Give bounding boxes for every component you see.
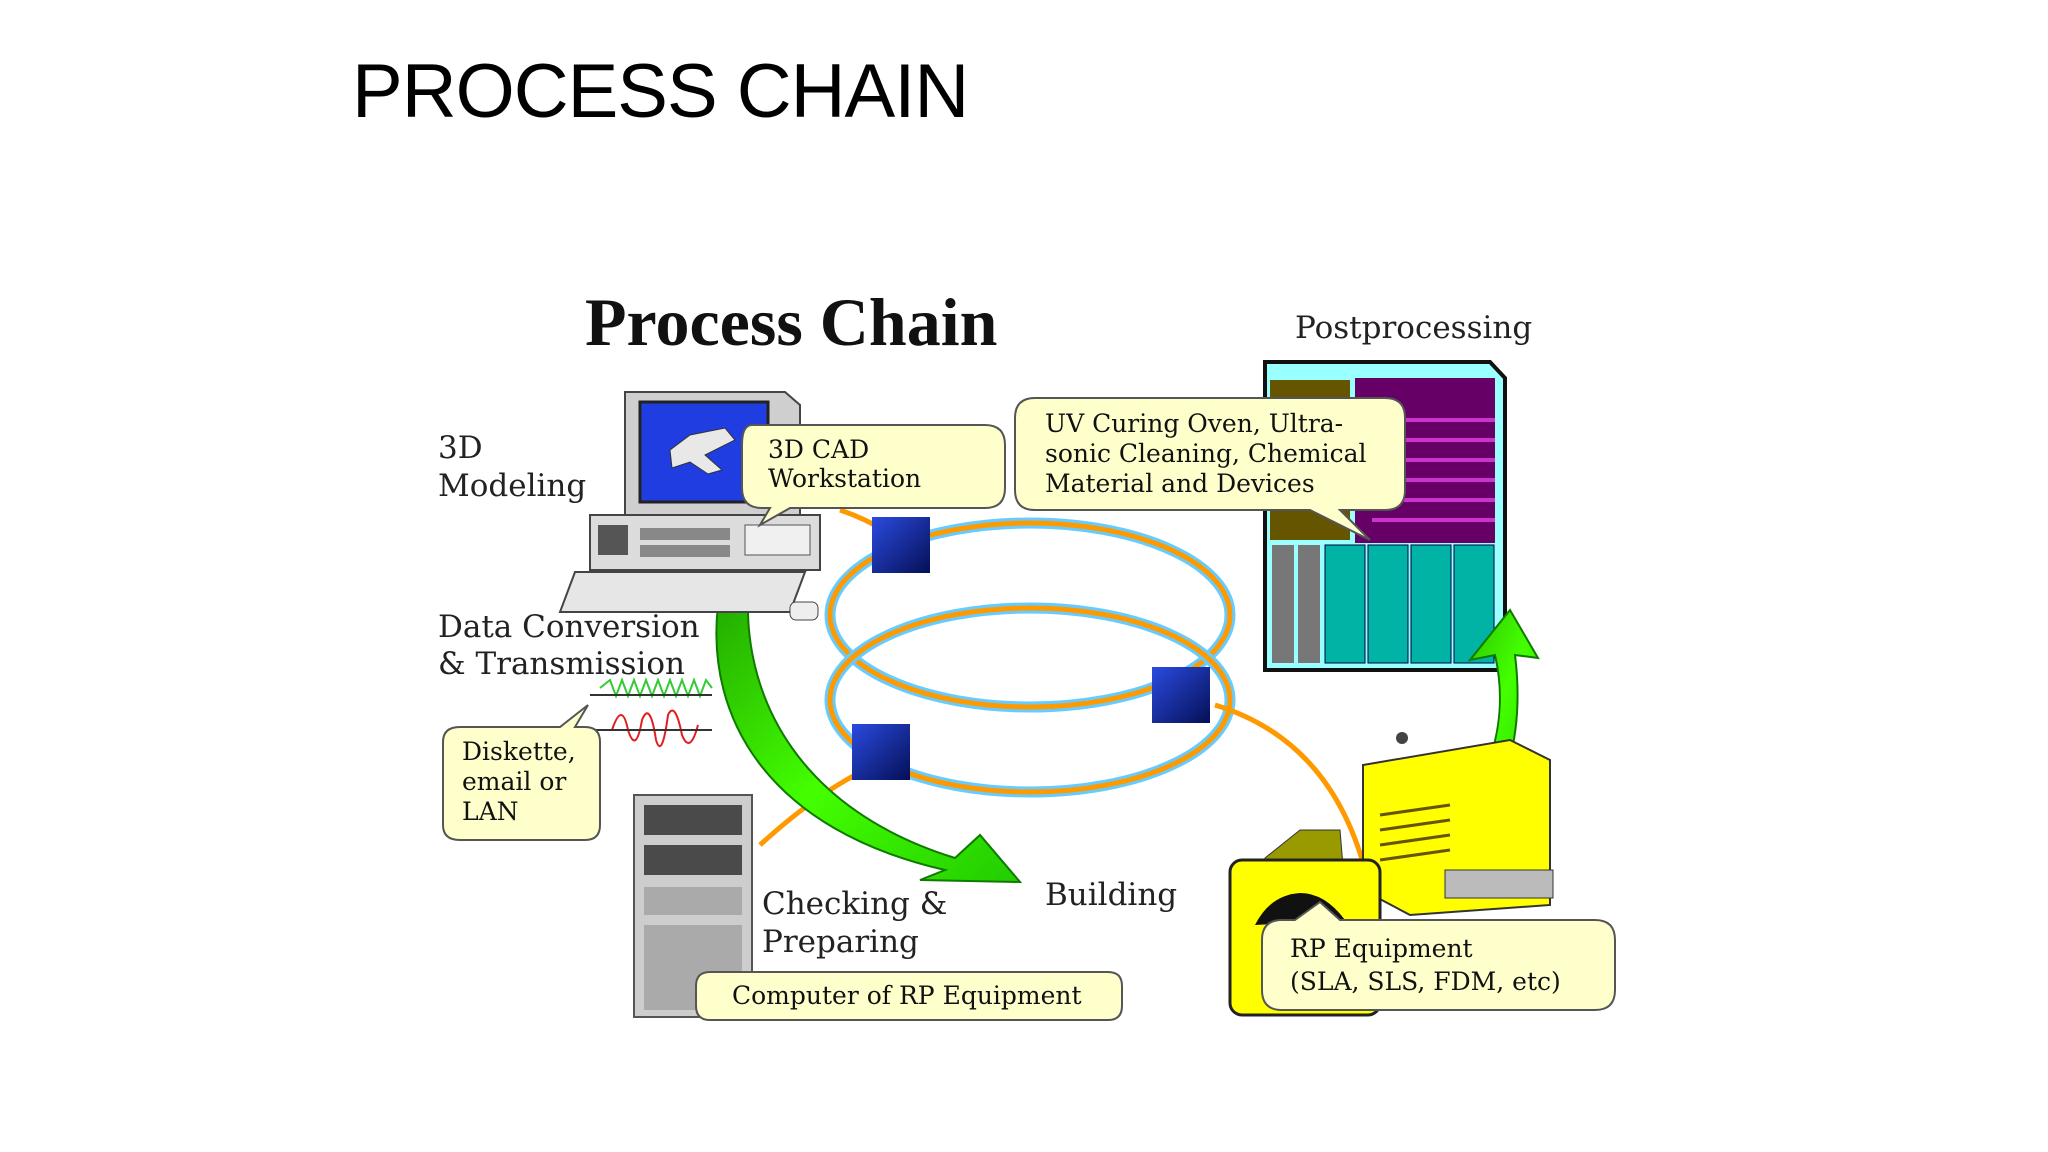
svg-text:Diskette, email or: Diskette, email or LAN bbox=[462, 737, 584, 826]
callout-rp-computer: Computer of RP Equipment bbox=[695, 971, 1123, 1021]
stage-postprocessing-label: Postprocessing bbox=[1295, 310, 1532, 346]
svg-text:RP Equipment (SLA, SLS,: RP Equipment (SLA, SLS, FDM, etc) bbox=[1290, 934, 1561, 996]
network-node bbox=[852, 724, 910, 780]
callout-diskette: Diskette, email or LAN bbox=[442, 704, 601, 841]
callout-cad-workstation: 3D CAD Workstation bbox=[741, 424, 1006, 528]
stage-conversion-label: Data Conversion & Transmission bbox=[438, 609, 709, 682]
network-node bbox=[872, 517, 930, 573]
svg-text:Computer of RP Equipment: Computer of RP Equipment bbox=[732, 981, 1082, 1010]
network-nodes bbox=[852, 517, 1210, 780]
green-flow-arrow bbox=[715, 596, 1023, 884]
network-rings bbox=[824, 517, 1236, 798]
airplane-icon bbox=[669, 427, 736, 475]
page-title: PROCESS CHAIN bbox=[352, 49, 969, 134]
callout-uv-curing: UV Curing Oven, Ultra- sonic Cleaning, C… bbox=[1014, 397, 1406, 541]
svg-text:UV Curing Oven, Ultra- s: UV Curing Oven, Ultra- sonic Cleaning, C… bbox=[1045, 409, 1374, 498]
keyboard bbox=[558, 571, 807, 613]
stage-modeling-label: 3D Modeling bbox=[438, 430, 586, 504]
callout-rp-equipment: RP Equipment (SLA, SLS, FDM, etc) bbox=[1261, 900, 1616, 1011]
diagram-title: Process Chain bbox=[585, 284, 997, 360]
signal-waves bbox=[590, 677, 713, 747]
svg-text:3D CAD Workstation: 3D CAD Workstation bbox=[768, 435, 921, 493]
rp-computer-tower bbox=[633, 794, 753, 1018]
workstation-computer bbox=[558, 391, 821, 621]
network-node bbox=[1152, 667, 1210, 723]
stage-building-label: Building bbox=[1045, 877, 1177, 913]
stage-checking-label: Checking & Preparing bbox=[762, 886, 957, 960]
